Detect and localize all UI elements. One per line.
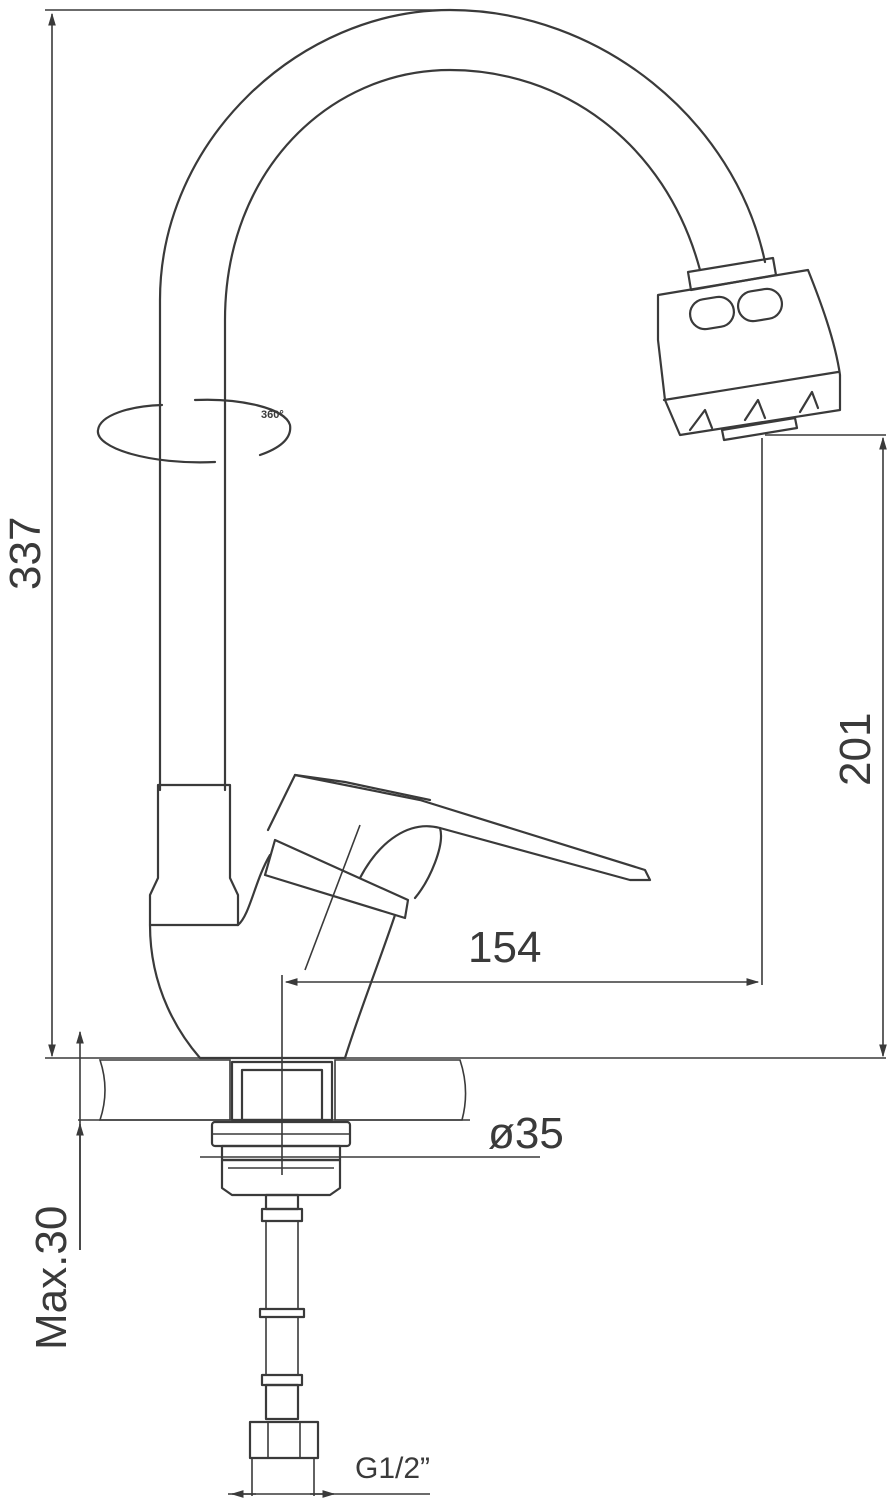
connection-thread-label: G1/2” bbox=[355, 1452, 430, 1485]
total-height-label: 337 bbox=[1, 517, 50, 590]
dimension-connection-thread: G1/2” bbox=[228, 1452, 430, 1498]
dimension-counter-thickness: Max.30 bbox=[27, 1030, 84, 1350]
dimension-spout-height: 201 bbox=[765, 434, 887, 1058]
spray-head bbox=[656, 256, 842, 442]
rotation-indicator: 360° bbox=[96, 398, 292, 464]
dimension-total-height: 337 bbox=[1, 9, 450, 1058]
flexible-hose bbox=[248, 1193, 320, 1496]
dimension-hole-diameter: ø35 bbox=[200, 1109, 564, 1158]
spout-height-label: 201 bbox=[831, 713, 880, 786]
spout-reach-label: 154 bbox=[468, 923, 541, 972]
hole-diameter-label: ø35 bbox=[488, 1109, 564, 1158]
dimension-spout-reach: 154 bbox=[281, 438, 763, 1175]
counter-thickness-label: Max.30 bbox=[27, 1206, 76, 1350]
faucet-body bbox=[148, 8, 767, 1060]
rotation-label: 360° bbox=[261, 409, 284, 421]
mounting-hardware bbox=[210, 1060, 352, 1197]
